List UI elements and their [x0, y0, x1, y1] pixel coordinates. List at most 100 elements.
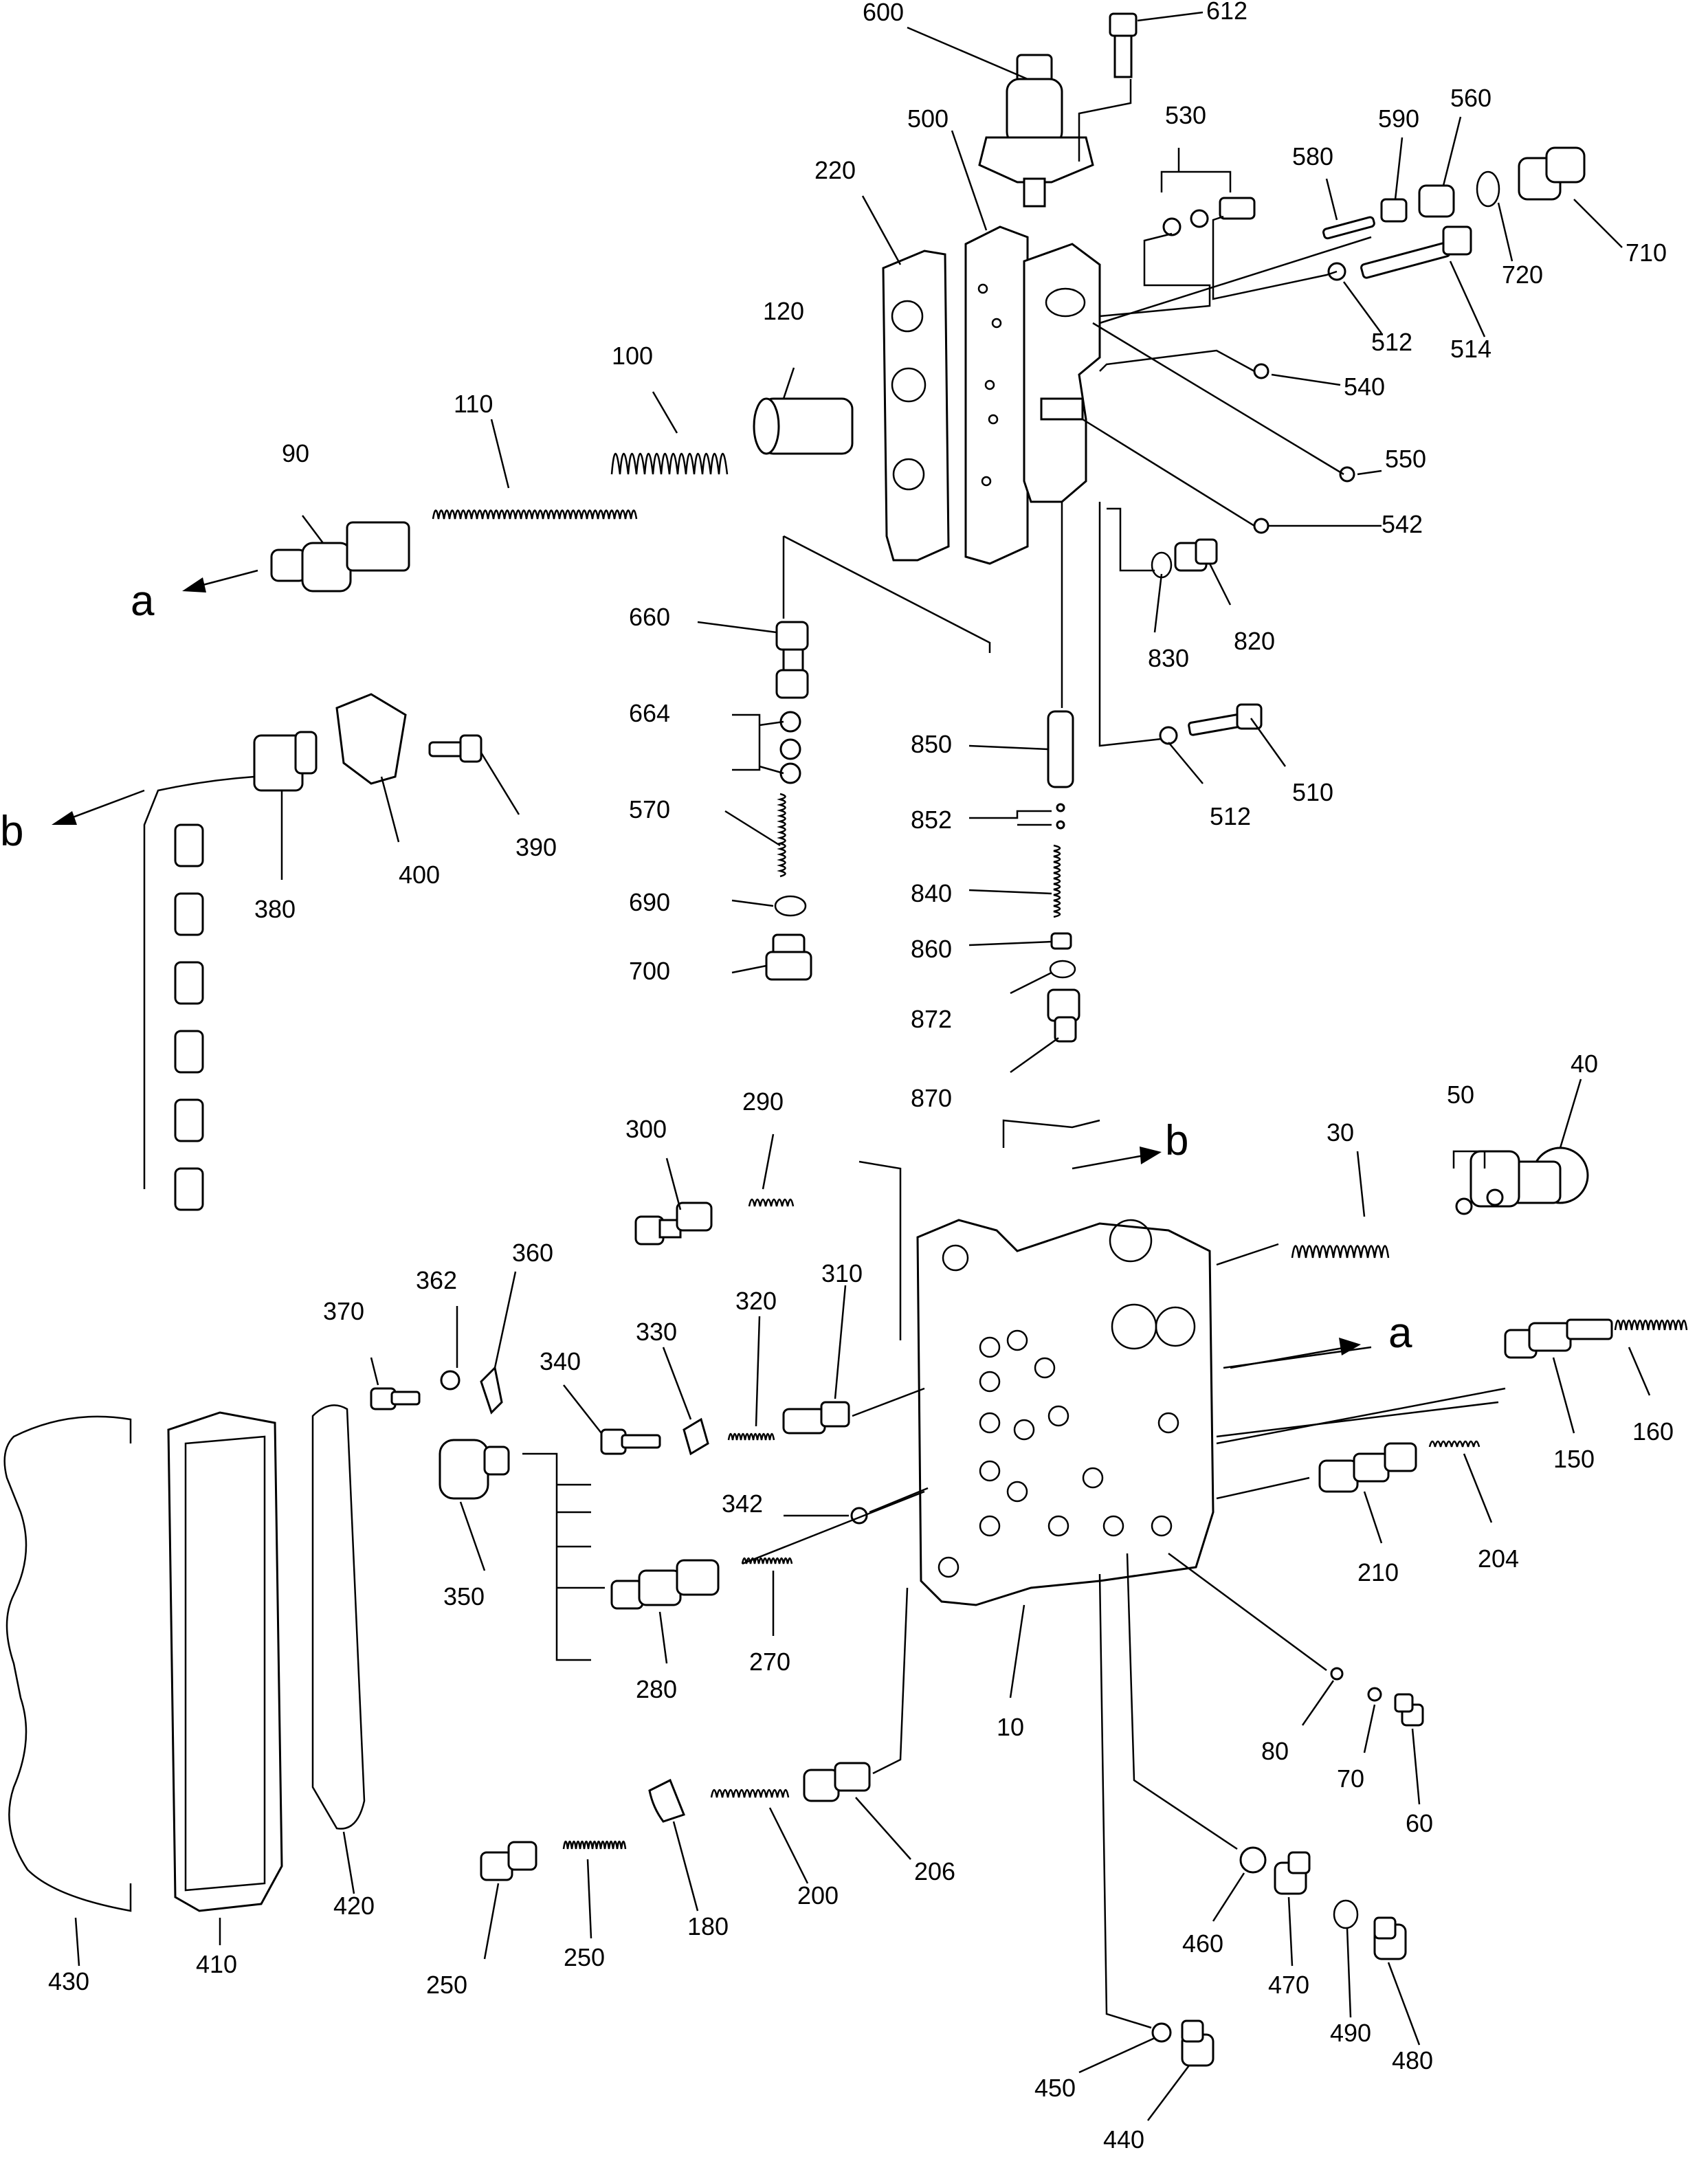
- label-350: 350: [443, 1582, 485, 1610]
- part-160-spring: [1614, 1319, 1688, 1331]
- label-460: 460: [1182, 1929, 1223, 1958]
- label-720: 720: [1502, 261, 1543, 289]
- part-514-bolt: [1360, 225, 1472, 279]
- label-10: 10: [997, 1713, 1024, 1741]
- part-852-washers: [1056, 803, 1065, 830]
- label-362: 362: [416, 1266, 457, 1294]
- part-430-wire: [3, 1415, 132, 1912]
- arrow-label-b-left: b: [0, 808, 23, 855]
- part-370-bolt: [370, 1387, 421, 1410]
- part-872-oring: [1049, 960, 1076, 979]
- label-210: 210: [1357, 1558, 1399, 1586]
- label-270: 270: [749, 1648, 790, 1676]
- direction-arrows: [52, 569, 1361, 1369]
- label-220: 220: [814, 156, 856, 184]
- upper-valve-body-assembly: [143, 12, 1586, 1211]
- label-340: 340: [540, 1347, 581, 1375]
- part-290-spring: [748, 1198, 795, 1207]
- label-580: 580: [1292, 142, 1333, 170]
- part-360-clip: [480, 1365, 503, 1415]
- part-120-sleeve: [753, 397, 854, 455]
- label-450: 450: [1034, 2074, 1076, 2102]
- part-560-plug: [1418, 184, 1455, 218]
- part-90-valve: [270, 521, 410, 593]
- label-690: 690: [629, 888, 670, 916]
- part-820-plug: [1174, 538, 1218, 572]
- part-470-plug: [1274, 1851, 1311, 1895]
- label-360: 360: [512, 1239, 553, 1267]
- label-850: 850: [911, 730, 952, 758]
- label-830: 830: [1148, 644, 1189, 672]
- label-80: 80: [1261, 1737, 1289, 1765]
- label-872: 872: [911, 1005, 952, 1033]
- part-700-plug: [765, 933, 812, 981]
- label-390: 390: [515, 833, 557, 861]
- label-320: 320: [735, 1287, 777, 1315]
- part-110-spring: [432, 509, 638, 520]
- label-330: 330: [636, 1318, 677, 1346]
- label-280: 280: [636, 1675, 677, 1703]
- label-560: 560: [1450, 84, 1491, 112]
- leader-lines: [74, 11, 1651, 2121]
- label-150: 150: [1553, 1445, 1595, 1473]
- part-510-bolt: [1188, 703, 1263, 736]
- part-40-plug: [1469, 1147, 1589, 1208]
- part-250-valve: [480, 1841, 537, 1881]
- label-514: 514: [1450, 335, 1491, 363]
- label-250a: 250: [426, 1971, 467, 1999]
- label-420: 420: [333, 1892, 375, 1920]
- part-number-labels: 600 612 500 530 580 590 560 710 720 220 …: [48, 0, 1674, 2154]
- part-460-ball: [1239, 1846, 1267, 1874]
- part-340-bolt: [600, 1428, 661, 1455]
- part-840-spring: [1053, 844, 1061, 918]
- arrow-label-b-right: b: [1165, 1117, 1188, 1164]
- label-160: 160: [1632, 1417, 1674, 1446]
- arrow-label-a-left: a: [131, 577, 155, 625]
- label-380: 380: [254, 895, 296, 923]
- label-206: 206: [914, 1857, 955, 1885]
- part-490-oring: [1333, 1899, 1359, 1929]
- part-30-spring: [1291, 1245, 1390, 1259]
- label-50: 50: [1447, 1081, 1474, 1109]
- label-512a: 512: [1371, 328, 1412, 356]
- part-664-washers: [779, 711, 801, 784]
- part-150-valve: [1504, 1318, 1613, 1359]
- label-342: 342: [722, 1490, 763, 1518]
- part-10-valve-body: [916, 1219, 1215, 1606]
- label-70: 70: [1337, 1764, 1364, 1793]
- part-362-washer: [440, 1370, 461, 1391]
- label-664: 664: [629, 699, 670, 727]
- label-400: 400: [399, 861, 440, 889]
- label-250b: 250: [564, 1943, 605, 1971]
- part-200-spring: [710, 1789, 790, 1798]
- part-70-ball: [1367, 1687, 1382, 1702]
- part-720-oring: [1476, 170, 1500, 208]
- part-530-washer: [1162, 217, 1182, 236]
- part-580-pin: [1322, 216, 1375, 240]
- part-570-spring: [777, 793, 786, 878]
- part-410-cover: [167, 1411, 283, 1912]
- part-380-harness: [143, 731, 318, 1211]
- part-280-valve: [610, 1559, 720, 1610]
- label-700: 700: [629, 957, 670, 985]
- lower-valve-body-assembly: [3, 1147, 1688, 2067]
- part-860-seat: [1050, 932, 1072, 950]
- part-710-plug: [1518, 146, 1586, 201]
- label-204: 204: [1478, 1544, 1519, 1573]
- part-206-valve: [803, 1762, 871, 1802]
- part-60-plug: [1394, 1693, 1424, 1727]
- label-600: 600: [863, 0, 904, 26]
- part-400-gasket: [335, 693, 407, 785]
- label-852: 852: [911, 806, 952, 834]
- label-30: 30: [1327, 1118, 1354, 1147]
- part-80-ball: [1330, 1667, 1344, 1681]
- label-40: 40: [1571, 1050, 1598, 1078]
- label-540: 540: [1344, 373, 1385, 401]
- label-500: 500: [907, 104, 949, 133]
- part-850-valve: [1047, 710, 1074, 788]
- part-870-plug: [1047, 988, 1080, 1043]
- label-860: 860: [911, 935, 952, 963]
- part-270-spring: [741, 1557, 793, 1564]
- label-710: 710: [1626, 239, 1667, 267]
- label-90: 90: [282, 439, 309, 467]
